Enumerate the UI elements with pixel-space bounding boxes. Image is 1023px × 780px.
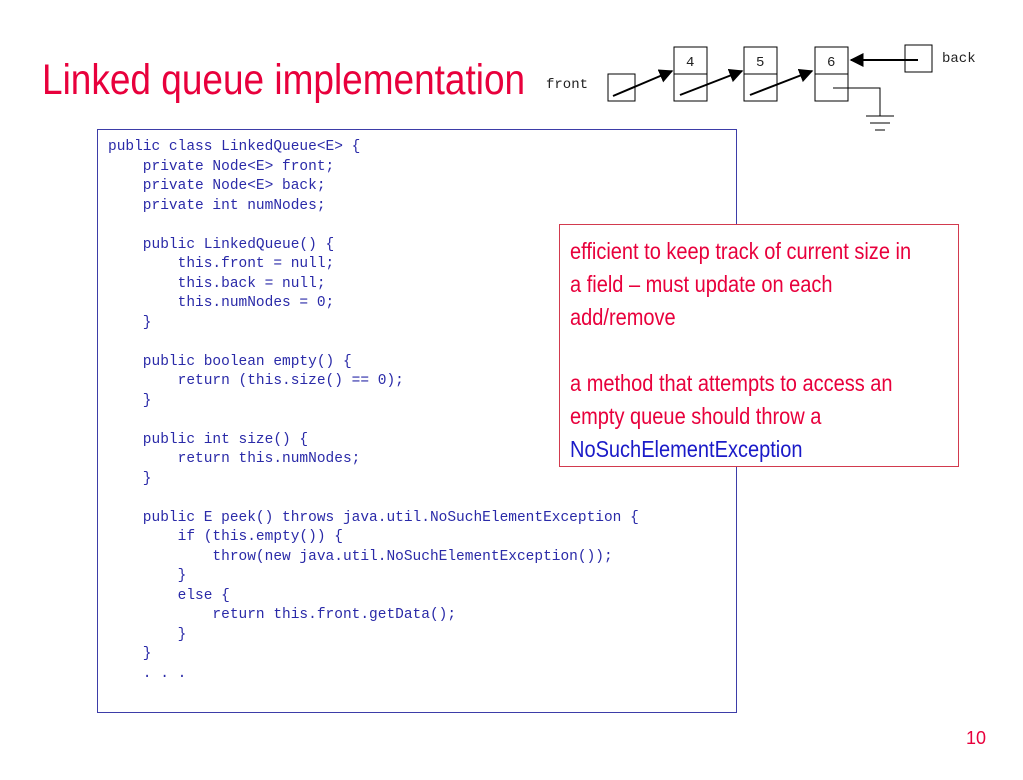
callout-note: efficient to keep track of current size … xyxy=(559,224,959,467)
code-line: private Node<E> back; xyxy=(108,178,326,194)
back-label: back xyxy=(942,51,976,67)
code-line xyxy=(108,489,639,509)
code-line: } xyxy=(108,470,152,487)
code-line: private Node<E> front; xyxy=(108,158,335,175)
code-line: else { xyxy=(108,587,230,604)
node-6: 6 xyxy=(814,46,849,102)
callout-line: efficient to keep track of current size … xyxy=(570,238,912,264)
node-value: 4 xyxy=(686,55,694,71)
code-line: return this.numNodes; xyxy=(108,451,361,467)
code-line: . . . xyxy=(108,665,187,682)
linked-queue-diagram: front 4 5 6 back xyxy=(546,44,976,131)
code-line: public class LinkedQueue<E> { xyxy=(108,139,361,155)
code-line: } xyxy=(108,392,152,409)
node-4: 4 xyxy=(673,46,708,102)
code-text: public class LinkedQueue<E> { private No… xyxy=(108,138,639,684)
code-line: public int size() { xyxy=(108,431,309,448)
code-line: public LinkedQueue() { xyxy=(108,236,335,253)
code-line: this.back = null; xyxy=(108,275,326,292)
code-line: } xyxy=(108,314,152,331)
code-line: return this.front.getData(); xyxy=(108,607,457,623)
code-line: } xyxy=(108,626,187,643)
front-label: front xyxy=(546,77,588,93)
callout-spacer xyxy=(570,334,899,367)
code-line: this.front = null; xyxy=(108,256,335,272)
page-number: 10 xyxy=(966,728,987,748)
front-arrow xyxy=(612,69,674,97)
callout-line: a field – must update on each xyxy=(570,271,833,297)
code-line: return (this.size() == 0); xyxy=(108,373,404,389)
null-ground-icon xyxy=(833,87,894,131)
code-line: throw(new java.util.NoSuchElementExcepti… xyxy=(108,548,613,565)
exception-name: NoSuchElementException xyxy=(570,436,803,462)
code-line: public boolean empty() { xyxy=(108,353,352,370)
back-pointer-box xyxy=(904,44,933,73)
code-line: } xyxy=(108,568,187,584)
code-line: public E peek() throws java.util.NoSuchE… xyxy=(108,509,639,526)
code-line: this.numNodes = 0; xyxy=(108,295,335,311)
callout-line: empty queue should throw a xyxy=(570,403,822,429)
node-5: 5 xyxy=(743,46,778,102)
slide-title: Linked queue implementation xyxy=(42,56,526,104)
code-line: if (this.empty()) { xyxy=(108,529,343,545)
node-value: 5 xyxy=(756,55,764,71)
code-line: } xyxy=(108,646,152,662)
callout-line: add/remove xyxy=(570,304,676,330)
code-block: public class LinkedQueue<E> { private No… xyxy=(97,129,737,713)
callout-line: a method that attempts to access an xyxy=(570,370,893,396)
next-arrow xyxy=(679,69,744,96)
next-arrow xyxy=(749,69,814,96)
code-line: private int numNodes; xyxy=(108,197,326,214)
node-value: 6 xyxy=(827,55,835,71)
